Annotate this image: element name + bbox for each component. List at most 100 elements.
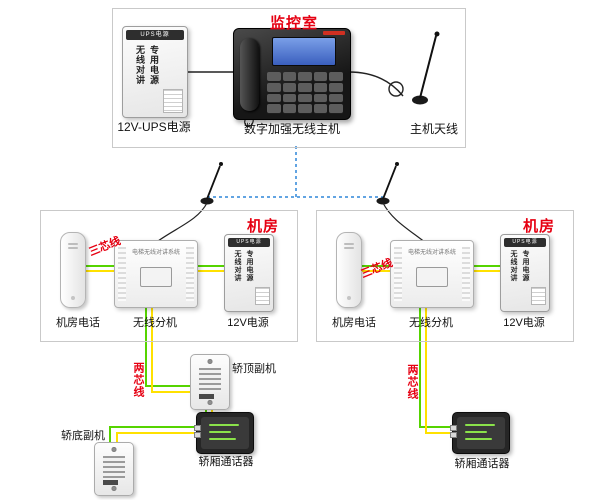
main-antenna-tip [434,31,440,37]
left-2core-wire-label: 两芯线 [132,362,144,398]
extension-ridge [462,247,470,301]
extension-face-text: 电梯无线对讲系统 [407,250,456,256]
power-face-text-col1: 无线对讲 [234,250,241,282]
wallphone-mic-hole [347,296,351,300]
car-intercom-label-left: 轿厢通话器 [198,456,254,468]
right-2core-wire-label: 两芯线 [406,364,418,400]
phone-screen [272,37,336,66]
machine-room-right-panel [316,210,574,342]
antenna-cable-loop [388,81,404,97]
speaker-tag [103,480,118,485]
right-room-phone-label: 机房电话 [332,317,376,329]
power-sticker [531,287,546,305]
wallphone-mic-hole [71,296,75,300]
screw-icon [111,447,117,452]
screw-icon [111,486,117,491]
left-12v-power-unit: UPS电源 无线对讲 专用电源 [224,234,274,312]
terminal-pin [194,425,201,431]
left-room-phone-label: 机房电话 [56,317,100,329]
right-12v-power-unit: UPS电源 无线对讲 专用电源 [500,234,550,312]
right-antenna-cable [382,202,427,244]
extension-ridge [186,247,194,301]
intercom-text-line [465,431,487,433]
power-face-text-col1: 无线对讲 [510,250,517,282]
wallphone-speaker-slot [68,247,78,249]
intercom-text-line [209,424,239,426]
power-sticker [255,287,270,305]
phone-keypad [267,72,343,113]
intercom-bottomspeaker-wire-yellow [116,432,196,442]
ups-label: 12V-UPS电源 [117,120,191,134]
right-machine-room-phone-device [336,232,362,308]
intercom-text-line [209,438,236,440]
left-machine-room-phone-device [60,232,86,308]
left-room-antenna-tip [219,162,223,166]
left-riser-wire-green [145,306,190,387]
right-extension-label: 无线分机 [409,317,453,329]
extension-ridge [394,247,402,301]
car-bottom-speaker-label: 轿底副机 [61,430,105,442]
extension-face-text: 电梯无线对讲系统 [131,250,180,256]
extension-ridge [118,247,126,301]
car-intercom-device-left [194,412,254,454]
left-room-antenna-whip [206,165,221,200]
speaker-tag [199,394,214,399]
left-power-label: 12V电源 [227,317,269,329]
phone-handset-icon [240,38,259,111]
ups-power-unit: UPS电源 无线对讲 专用电源 [122,26,188,118]
power-brand-text: UPS电源 [236,239,262,245]
intercom-bottomspeaker-wire-green [109,426,196,442]
ups-brand-text: UPS电源 [140,32,170,38]
wallphone-speaker-slot [68,243,78,245]
car-top-speaker-unit [190,354,230,410]
right-power-label: 12V电源 [503,317,545,329]
right-riser-wire-yellow [425,306,452,434]
wallphone-speaker-slot [344,243,354,245]
car-intercom-label-right: 轿厢通话器 [454,458,510,470]
terminal-pin [450,425,457,431]
phone-brand-mark [323,31,345,35]
speaker-grille [199,368,221,392]
machine-room-left-title: 机房 [247,218,280,235]
intercom-panel [201,417,249,449]
power-face-text-col2: 专用电源 [246,250,253,282]
left-wireless-extension-unit: 电梯无线对讲系统 [114,240,198,308]
car-intercom-device-right [450,412,510,454]
power-brand-band: UPS电源 [228,238,270,247]
right-room-antenna-whip [382,165,397,200]
monitor-room-title: 监控室 [270,15,319,32]
terminal-pin [194,432,201,438]
machine-room-right-title: 机房 [523,218,556,235]
monitor-room-panel [112,8,466,148]
intercom-text-line [465,424,495,426]
left-extension-label: 无线分机 [133,317,177,329]
left-antenna-cable [157,202,208,242]
screw-icon [207,359,213,364]
right-room-antenna-base [376,197,390,205]
extension-plate [140,267,172,287]
intercom-text-line [209,431,231,433]
wireless-link-dotted [207,146,383,198]
right-riser-wire-green [419,306,452,428]
left-riser-wire-yellow [151,306,190,393]
intercom-text-line [465,438,492,440]
power-brand-band: UPS电源 [504,238,546,247]
host-label: 数字加强无线主机 [243,122,340,136]
wallphone-speaker-slot [344,247,354,249]
machine-room-left-panel [40,210,298,342]
ups-face-text-col1: 无线对讲 [135,45,145,85]
wire-host-to-antenna [348,71,404,97]
extension-plate [416,267,448,287]
power-brand-text: UPS电源 [512,239,538,245]
screw-icon [207,400,213,405]
ups-sticker [163,89,183,113]
left-room-antenna-base [200,197,214,205]
right-room-antenna-tip [395,162,399,166]
speaker-grille [103,456,125,480]
ups-face-text-col2: 专用电源 [149,45,159,85]
car-bottom-speaker-unit [94,442,134,496]
main-antenna-whip [419,35,437,99]
main-antenna-label: 主机天线 [409,122,458,136]
